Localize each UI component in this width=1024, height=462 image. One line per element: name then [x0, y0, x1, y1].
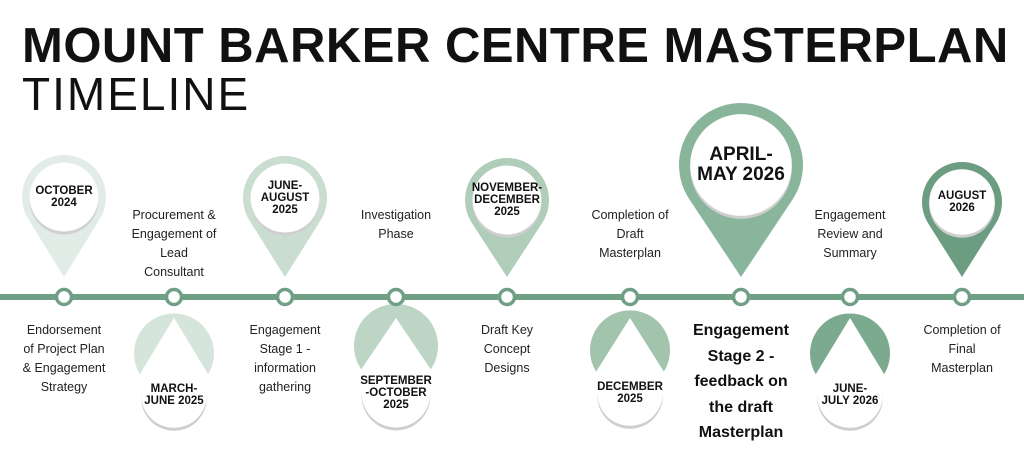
- milestone-date: JUNE- AUGUST 2025: [260, 179, 310, 216]
- milestone-label: Engagement Stage 1 - information gatheri…: [249, 323, 321, 394]
- pin-face: [690, 114, 792, 216]
- pin-face: [597, 360, 663, 426]
- milestone-date: NOVEMBER- DECEMBER 2025: [471, 181, 543, 218]
- milestone-label: Endorsement of Project Plan & Engagement…: [22, 323, 106, 394]
- timeline-node: [731, 287, 751, 307]
- milestone-date: DECEMBER 2025: [597, 380, 663, 405]
- milestone-date: MARCH- JUNE 2025: [144, 382, 204, 407]
- timeline-node: [386, 287, 406, 307]
- pin-face: [141, 362, 207, 428]
- milestone-label: Investigation Phase: [360, 208, 432, 241]
- pin-face: [472, 165, 542, 235]
- timeline-node: [164, 287, 184, 307]
- page-subtitle: TIMELINE: [22, 68, 251, 120]
- pin-face: [361, 358, 431, 428]
- milestone-label-highlight: Engagement Stage 2 - feedback on the dra…: [692, 322, 789, 441]
- milestone-date: SEPTEMBER -OCTOBER 2025: [360, 374, 432, 411]
- milestone-date: AUGUST 2026: [937, 189, 987, 214]
- timeline-node: [497, 287, 517, 307]
- pin-face: [29, 162, 99, 232]
- map-pin-icon: [809, 313, 890, 375]
- pin-face: [817, 362, 883, 428]
- pin-face: [250, 163, 320, 233]
- timeline-node: [275, 287, 295, 307]
- timeline-node: [840, 287, 860, 307]
- milestone-label: Completion of Final Masterplan: [923, 323, 1001, 375]
- milestone-label: Procurement & Engagement of Lead Consult…: [131, 208, 217, 279]
- milestone-label: Engagement Review and Summary: [814, 208, 886, 260]
- map-pin-icon: [590, 310, 670, 372]
- map-pin-icon: [354, 303, 439, 370]
- milestone-date: OCTOBER 2024: [35, 184, 93, 209]
- milestone-date: APRIL- MAY 2026: [697, 143, 785, 185]
- timeline-node: [54, 287, 74, 307]
- map-pin-icon: [134, 313, 215, 375]
- timeline-node: [952, 287, 972, 307]
- timeline-node: [620, 287, 640, 307]
- page-title: MOUNT BARKER CENTRE MASTERPLAN: [22, 19, 1009, 73]
- milestone-date: JUNE- JULY 2026: [821, 382, 879, 407]
- milestone-label: Draft Key Concept Designs: [480, 323, 534, 375]
- milestone-label: Completion of Draft Masterplan: [591, 208, 669, 260]
- pin-face: [929, 169, 995, 235]
